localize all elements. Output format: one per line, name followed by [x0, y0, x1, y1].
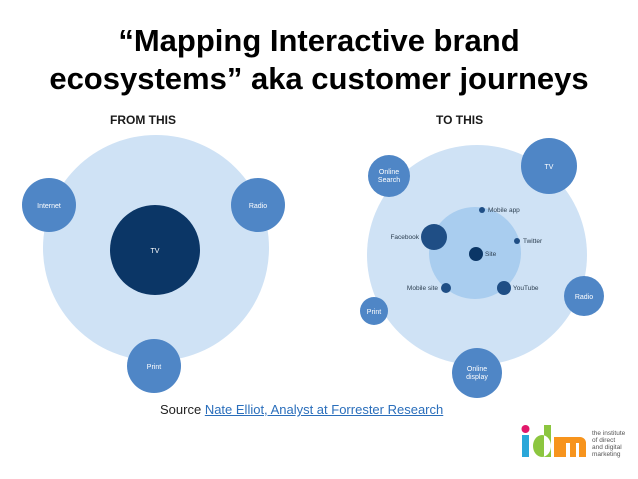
left-radio-node [231, 178, 285, 232]
to-this-label: TO THIS [436, 113, 484, 127]
right-online-display-label-2: display [466, 374, 488, 381]
logo-text-2: of direct [592, 437, 615, 444]
logo-i-dot [521, 425, 530, 433]
right-mobile-app-label: Mobile app [488, 207, 520, 214]
left-tv-label: TV [151, 248, 160, 255]
right-site-label: Site [485, 251, 497, 258]
left-ecosystem: TV Internet Radio Print [22, 135, 285, 393]
right-twitter-node [514, 238, 520, 244]
left-internet-node [22, 178, 76, 232]
idm-logo: the institute of direct and digital mark… [521, 425, 626, 458]
right-youtube-node [497, 281, 511, 295]
right-tv-label: TV [545, 164, 554, 171]
left-internet-label: Internet [37, 203, 61, 210]
right-youtube-label: YouTube [513, 285, 539, 292]
title-line-1: “Mapping Interactive brand [118, 23, 520, 58]
left-print-label: Print [147, 364, 161, 371]
right-mobile-site-node [441, 283, 451, 293]
left-radio-label: Radio [249, 203, 267, 210]
slide-title: “Mapping Interactive brand ecosystems” a… [0, 22, 638, 98]
right-twitter-label: Twitter [523, 238, 543, 245]
right-ecosystem: Online Search TV Facebook Mobile app Twi… [360, 138, 604, 398]
left-print-node [127, 339, 181, 393]
logo-i-stem [522, 435, 529, 457]
logo-text-1: the institute [592, 430, 626, 437]
right-tv-node [521, 138, 577, 194]
right-facebook-label: Facebook [390, 234, 419, 241]
logo-d [533, 425, 551, 457]
right-mobile-site-label: Mobile site [407, 285, 438, 292]
logo-text-4: marketing [592, 451, 621, 458]
right-online-display-label-1: Online [467, 366, 487, 373]
right-print-node [360, 297, 388, 325]
right-online-search-label-2: Search [378, 177, 400, 184]
from-this-label: FROM THIS [110, 113, 176, 127]
right-mobile-app-node [479, 207, 485, 213]
left-tv-node [110, 205, 200, 295]
source-prefix: Source [160, 402, 205, 417]
logo-text-3: and digital [592, 444, 622, 451]
right-online-search-node [368, 155, 410, 197]
source-line: Source Nate Elliot, Analyst at Forrester… [160, 402, 443, 417]
right-online-search-label-1: Online [379, 169, 399, 176]
title-line-2: ecosystems” aka customer journeys [49, 61, 589, 96]
right-print-label: Print [367, 309, 381, 316]
right-online-display-node [452, 348, 502, 398]
right-facebook-node [421, 224, 447, 250]
right-site-node [469, 247, 483, 261]
source-link[interactable]: Nate Elliot, Analyst at Forrester Resear… [204, 402, 444, 417]
right-radio-node [564, 276, 604, 316]
logo-m [554, 437, 586, 457]
right-radio-label: Radio [575, 294, 593, 301]
